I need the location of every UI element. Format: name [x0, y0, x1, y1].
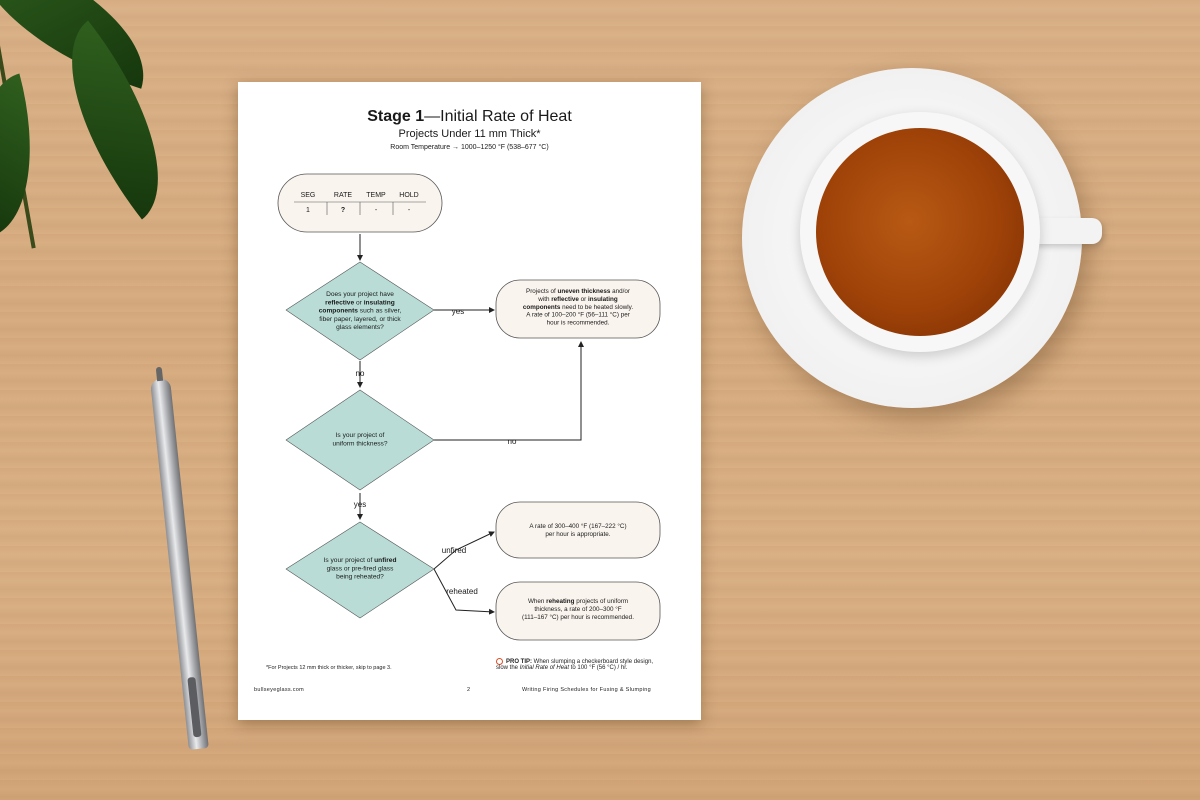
table-header-rate: RATE	[334, 192, 352, 199]
label-no: no	[356, 369, 365, 378]
text-line: (111–167 °C) per hour is recommended.	[522, 613, 634, 621]
footer-document-title: Writing Firing Schedules for Fusing & Sl…	[522, 687, 651, 693]
text-line: Does your project have	[326, 291, 394, 298]
footnote: *For Projects 12 mm thick or thicker, sk…	[266, 665, 392, 671]
text-line: A rate of 300–400 °F (167–222 °C)	[529, 522, 626, 530]
text-line: reflective or insulating	[325, 299, 395, 306]
label-unfired: unfired	[442, 546, 466, 555]
label-no: no	[508, 437, 517, 446]
result-slow-heating	[495, 279, 661, 339]
temperature-range: Room Temperature → 1000–1250 °F (538–677…	[390, 144, 549, 151]
text-line: glass elements?	[336, 324, 384, 331]
text-line: Projects of uneven thickness and/or	[526, 288, 630, 295]
table-header-temp: TEMP	[366, 192, 386, 199]
pen-tip	[155, 366, 164, 382]
text-line: fiber paper, layered, or thick	[319, 316, 401, 323]
pen	[150, 366, 209, 750]
text-line: uniform thickness?	[333, 440, 388, 447]
flowchart: SEG RATE TEMP HOLD 1 ? - - yes no no yes…	[277, 173, 661, 641]
decision-unfired-or-reheated	[285, 521, 435, 619]
text-line: components need to be heated slowly.	[523, 304, 633, 311]
document-page: Stage 1—Initial Rate of Heat Projects Un…	[238, 82, 701, 720]
label-yes: yes	[452, 307, 464, 316]
text-line: with reflective or insulating	[537, 296, 618, 303]
text-line: thickness, a rate of 200–300 °F	[534, 605, 621, 613]
pro-tip: PRO TIP: When slumping a checkerboard st…	[496, 658, 654, 672]
pro-tip-icon	[496, 658, 503, 665]
page-number: 2	[467, 687, 471, 693]
text-line: being reheated?	[336, 574, 384, 581]
pen-clip	[187, 676, 202, 738]
result-unfired	[495, 501, 661, 559]
table-cell-hold: -	[408, 207, 411, 214]
table-header-seg: SEG	[301, 192, 316, 199]
arrow-q3-unfired	[433, 531, 495, 570]
text-line: per hour is appropriate.	[545, 531, 610, 538]
text-line: When reheating projects of uniform	[528, 598, 628, 605]
footer-website: bullseyeglass.com	[254, 687, 305, 693]
table-column-dividers	[326, 202, 394, 215]
table-cell-seg: 1	[306, 207, 310, 214]
text-line: hour is recommended.	[547, 320, 610, 327]
arrow-q3-reheated	[433, 568, 495, 615]
table-cell-temp: -	[375, 207, 378, 214]
decision-uniform-thickness	[285, 389, 435, 491]
table-header-hold: HOLD	[399, 192, 418, 199]
text-line: Is your project of	[336, 432, 385, 439]
decision-reflective-components	[285, 261, 435, 361]
label-reheated: reheated	[446, 587, 478, 596]
table-cell-rate: ?	[341, 207, 345, 214]
tea	[816, 128, 1024, 336]
text-line: components such as silver,	[319, 308, 402, 315]
result-reheated	[495, 581, 661, 641]
arrow-q2-no	[434, 341, 584, 441]
text-line: glass or pre-fired glass	[327, 565, 394, 572]
label-yes: yes	[354, 500, 366, 509]
text-line: A rate of 100–200 °F (56–111 °C) per	[526, 311, 630, 319]
page-subtitle: Projects Under 11 mm Thick*	[398, 128, 541, 140]
result-unfired-text: A rate of 300–400 °F (167–222 °C)per hou…	[529, 522, 626, 538]
text-line: Is your project of unfired	[324, 557, 397, 564]
cup-handle	[1034, 218, 1102, 244]
page-title: Stage 1—Initial Rate of Heat	[367, 108, 572, 125]
